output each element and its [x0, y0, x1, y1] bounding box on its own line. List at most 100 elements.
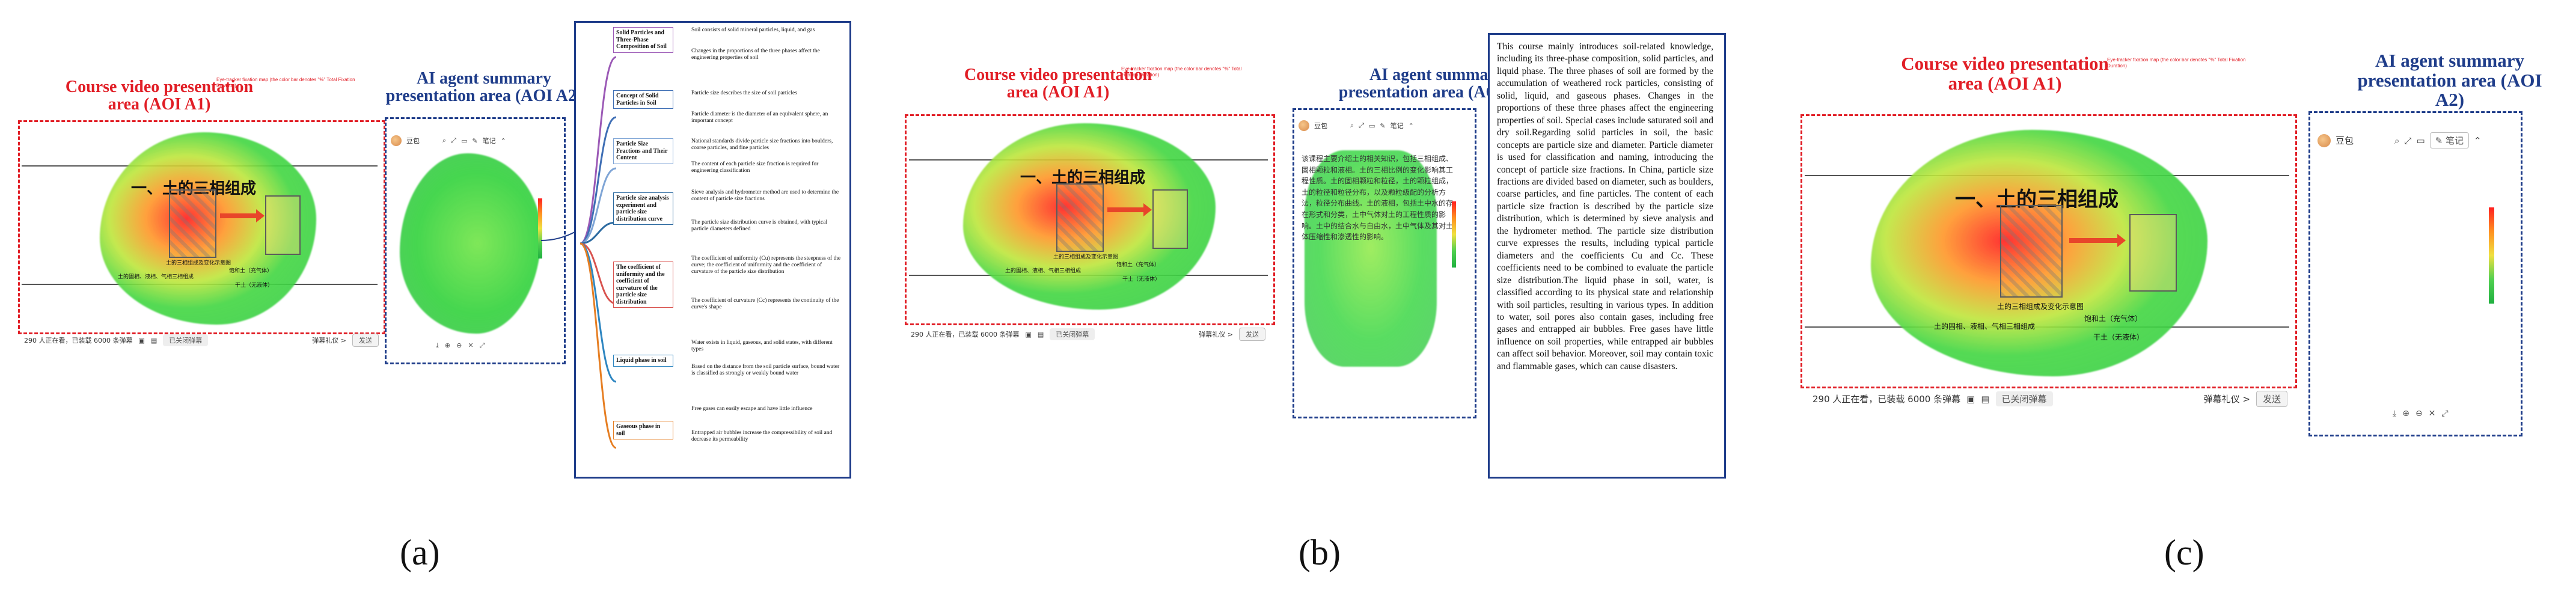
- mindmap-leaf: Entrapped air bubbles increase the compr…: [691, 430, 833, 443]
- mindmap-leaf: National standards divide particle size …: [691, 138, 833, 151]
- danmaku-closed[interactable]: 已关闭弹幕: [1995, 391, 2053, 406]
- close-icon[interactable]: ✕: [468, 341, 474, 349]
- aoi-a1-box: [18, 120, 385, 334]
- summary-panel: [1488, 33, 1726, 479]
- chevron-up-icon[interactable]: ⌃: [500, 136, 506, 145]
- danmaku-icon[interactable]: ▣: [138, 336, 145, 344]
- zoom-out-icon[interactable]: ⊖: [456, 341, 462, 349]
- settings-icon[interactable]: ▤: [1037, 330, 1044, 338]
- danmaku-closed[interactable]: 已关闭弹幕: [1050, 328, 1095, 340]
- zoom-in-icon[interactable]: ⊕: [2402, 409, 2409, 418]
- heatmap: [1871, 130, 2207, 376]
- heatmap: [963, 123, 1216, 310]
- settings-icon[interactable]: ▤: [1981, 393, 1990, 405]
- aoi-c2-label: AI agent summary presentation area (AOI …: [2357, 50, 2542, 111]
- zoom-out-icon[interactable]: ⊖: [2415, 409, 2423, 418]
- video-text-dry: 干土（无液体）: [1122, 277, 1161, 283]
- window-icon[interactable]: ▭: [1368, 121, 1375, 130]
- window-icon[interactable]: ▭: [2416, 135, 2425, 146]
- mindmap-node-1[interactable]: Solid Particles and Three-Phase Composit…: [613, 27, 673, 53]
- color-bar: [538, 198, 542, 259]
- note-button[interactable]: 笔记: [1390, 122, 1404, 130]
- danmaku-icon[interactable]: ▣: [1966, 393, 1975, 405]
- mindmap-node-4[interactable]: Particle size analysis experiment and pa…: [613, 192, 673, 225]
- danmaku-closed[interactable]: 已关闭弹幕: [163, 334, 209, 346]
- phase-figure: [265, 195, 301, 255]
- note-button[interactable]: ✎ 笔记: [2429, 132, 2469, 148]
- color-bar: [2489, 207, 2494, 304]
- course-video[interactable]: 一、土的三相组成 土的三相组成及变化示意图 土的固相、液相、气相三相组成 饱和土…: [1805, 118, 2289, 381]
- ai-name: 豆包: [2336, 135, 2354, 146]
- mindmap-leaf: Particle diameter is the diameter of an …: [691, 111, 828, 124]
- expand-icon[interactable]: ⤢: [2441, 409, 2449, 418]
- send-button[interactable]: 发送: [1239, 328, 1265, 341]
- video-caption: 土的三相组成及变化示意图: [166, 260, 231, 266]
- expand-icon[interactable]: ⤢: [479, 341, 485, 349]
- danmaku-etiquette-button[interactable]: 弹幕礼仪 >: [2203, 394, 2250, 405]
- phase-figure: [1152, 189, 1188, 249]
- aoi-b2-box: [1293, 108, 1476, 418]
- chevron-up-icon[interactable]: ⌃: [1408, 121, 1414, 130]
- settings-icon[interactable]: ▤: [150, 336, 158, 344]
- search-icon[interactable]: ⌕: [2394, 135, 2400, 146]
- video-caption: 土的三相组成及变化示意图: [1053, 254, 1119, 260]
- danmaku-icon[interactable]: ▣: [1025, 330, 1032, 338]
- note-button[interactable]: 笔记: [482, 137, 496, 145]
- send-button[interactable]: 发送: [2256, 391, 2287, 407]
- mindmap-node-5[interactable]: The coefficient of uniformity and the co…: [613, 262, 673, 308]
- window-icon[interactable]: ▭: [460, 136, 468, 145]
- ai-name: 豆包: [406, 137, 420, 145]
- aoi-c2-box: [2308, 111, 2522, 436]
- ai-toolbar: ⤓ ⊕ ⊖ ✕ ⤢: [436, 341, 485, 350]
- aoi-a2-box: [385, 117, 566, 364]
- download-icon[interactable]: ⤓: [2393, 409, 2397, 418]
- video-statusbar: 290 人正在看，已装载 6000 条弹幕 ▣ ▤ 已关闭弹幕 弹幕礼仪 > 发…: [1813, 391, 2287, 407]
- viewer-count: 290 人正在看，已装载 6000 条弹幕: [24, 337, 133, 344]
- arrow-icon: [1107, 203, 1152, 216]
- video-title: 一、土的三相组成: [1955, 188, 2119, 212]
- download-icon[interactable]: ⤓: [436, 341, 439, 349]
- video-caption: 土的三相组成及变化示意图: [1997, 302, 2084, 311]
- video-text-saturated: 饱和土（充气体）: [1116, 262, 1160, 268]
- video-text-phases: 土的固相、液相、气相三相组成: [1934, 322, 2036, 331]
- avatar: [391, 135, 402, 146]
- mindmap-node-7[interactable]: Gaseous phase in soil: [613, 421, 673, 439]
- danmaku-etiquette-button[interactable]: 弹幕礼仪 >: [312, 337, 346, 344]
- danmaku-etiquette-button[interactable]: 弹幕礼仪 >: [1199, 331, 1233, 338]
- close-icon[interactable]: ✕: [2428, 409, 2436, 418]
- panel-a: Course video presentation area (AOI A1) …: [0, 0, 854, 615]
- search-icon[interactable]: ⌕: [1350, 121, 1354, 129]
- heatmap-b2: [1305, 150, 1437, 367]
- zoom-in-icon[interactable]: ⊕: [444, 341, 451, 349]
- mindmap-leaf: Based on the distance from the soil part…: [691, 364, 840, 377]
- send-button[interactable]: 发送: [352, 334, 379, 347]
- color-bar: [1452, 201, 1456, 268]
- ai-summary-cn: 该课程主要介绍土的相关知识，包括三相组成、固相颗粒和液相。土的三相比例的变化影响…: [1302, 155, 1454, 242]
- share-icon[interactable]: ⤢: [1359, 121, 1364, 129]
- mindmap-node-3[interactable]: Particle Size Fractions and Their Conten…: [613, 138, 673, 164]
- course-video[interactable]: 一、土的三相组成 土的三相组成及变化示意图 土的固相、液相、气相三相组成 饱和土…: [22, 123, 378, 328]
- note-icon[interactable]: ✎: [1380, 121, 1386, 130]
- mindmap-node-2[interactable]: Concept of Solid Particles in Soil: [613, 90, 673, 109]
- mindmap-node-6[interactable]: Liquid phase in soil: [613, 355, 673, 367]
- tiny-note: Eye-tracker fixation map (the color bar …: [2107, 57, 2246, 69]
- ai-header: 豆包 ⌕ ⤢ ▭ ✎ 笔记 ⌃: [2317, 132, 2482, 148]
- mindmap-leaf: Sieve analysis and hydrometer method are…: [691, 189, 839, 203]
- ai-name: 豆包: [1314, 122, 1327, 130]
- mindmap-leaf: The coefficient of uniformity (Cu) repre…: [691, 255, 841, 275]
- soil-cube-figure: [1056, 183, 1104, 252]
- aoi-c1-label: Course video presentation area (AOI A1): [1901, 53, 2109, 94]
- chevron-up-icon[interactable]: ⌃: [2473, 135, 2482, 146]
- video-text-saturated: 饱和土（充气体）: [2084, 314, 2143, 323]
- video-title: 一、土的三相组成: [131, 180, 257, 198]
- search-icon[interactable]: ⌕: [442, 136, 447, 144]
- caption-c: (c): [2164, 533, 2204, 572]
- share-icon[interactable]: ⤢: [2404, 135, 2412, 146]
- note-icon[interactable]: ✎: [472, 136, 478, 145]
- course-video[interactable]: 一、土的三相组成 土的三相组成及变化示意图 土的固相、液相、气相三相组成 饱和土…: [909, 117, 1268, 319]
- avatar: [2317, 133, 2331, 147]
- caption-a: (a): [400, 533, 440, 572]
- share-icon[interactable]: ⤢: [451, 136, 456, 144]
- caption-b: (b): [1299, 533, 1341, 572]
- video-text-phases: 土的固相、液相、气相三相组成: [1005, 268, 1081, 274]
